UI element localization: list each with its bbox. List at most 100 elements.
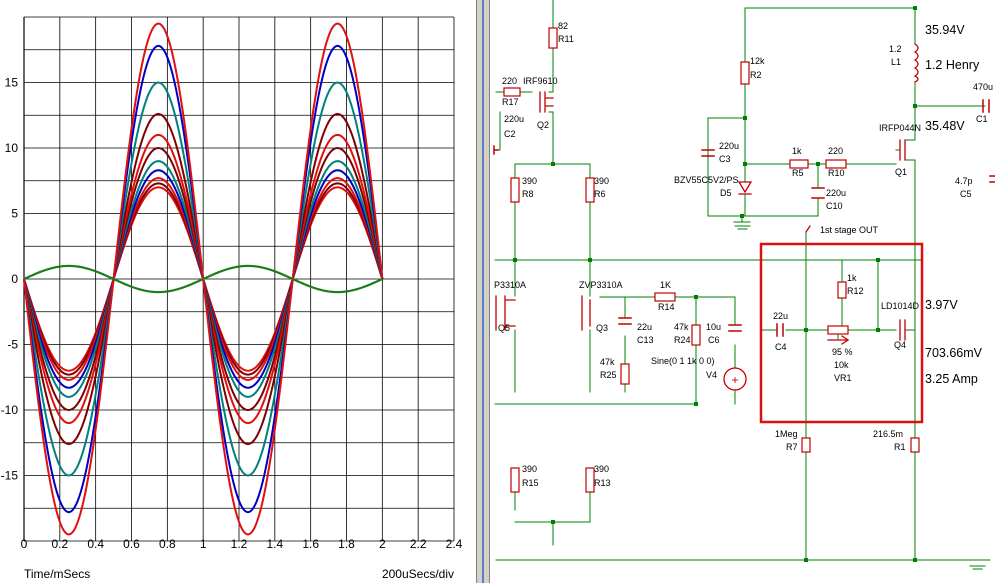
resistor-r11 (548, 27, 558, 49)
label-r14: R14 (658, 302, 675, 312)
label-c13-value: 22u (637, 322, 652, 332)
resistor-r5 (789, 159, 809, 169)
label-c2: C2 (504, 129, 516, 139)
capacitors (493, 99, 995, 337)
resistor-r6 (585, 177, 595, 203)
label-l1: L1 (891, 57, 901, 67)
label-r13-value: 390 (594, 464, 609, 474)
label-q3: Q3 (596, 323, 608, 333)
label-r1-value: 216.5m (873, 429, 903, 439)
splitter-edge (482, 0, 484, 583)
active-components (495, 43, 919, 345)
ground-symbols (734, 225, 986, 570)
y-tick-label: -15 (1, 469, 19, 483)
x-tick-label: 1.8 (338, 537, 355, 551)
waveform-series (23, 22, 384, 536)
label-r8: R8 (522, 189, 534, 199)
plot-grid (23, 16, 455, 542)
label-r24: R24 (674, 335, 691, 345)
label-q2: Q2 (537, 120, 549, 130)
mosfet-q1 (899, 139, 906, 161)
label-l1-value: 1.2 (889, 44, 902, 54)
inductor-l1 (913, 43, 919, 83)
resistor-r24 (691, 324, 701, 346)
readout-v-out: 703.66mV (925, 346, 983, 360)
label-c10-value: 220u (826, 188, 846, 198)
resistor-r7 (801, 437, 811, 453)
label-r10: R10 (828, 168, 845, 178)
mosfet-q5 (495, 295, 516, 331)
capacitor-c6 (728, 324, 742, 332)
schematic-canvas: + 82 R11 220 IRF9610 R17 220u Q2 C2 12k … (493, 0, 995, 570)
x-tick-label: 2 (379, 537, 386, 551)
highlight-box (759, 242, 924, 424)
label-c6-value: 10u (706, 322, 721, 332)
label-vr1-value: 10k (834, 360, 849, 370)
probe-readouts: 35.94V 1.2 Henry 35.48V 3.97V 703.66mV 3… (925, 23, 983, 386)
mosfet-q4 (899, 319, 906, 341)
x-tick-label: 1.2 (231, 537, 248, 551)
resistor-r25 (620, 363, 630, 385)
readout-v-mid: 35.48V (925, 119, 965, 133)
label-r15: R15 (522, 478, 539, 488)
x-tick-label: 0.2 (51, 537, 68, 551)
label-vr1-percent: 95 % (832, 347, 853, 357)
schematic-labels: 82 R11 220 IRF9610 R17 220u Q2 C2 12k R2… (494, 21, 993, 488)
label-c3: C3 (719, 154, 731, 164)
x-scale-label: 200uSecs/div (382, 567, 454, 581)
label-r1: R1 (894, 442, 906, 452)
label-r7-value: 1Meg (775, 429, 798, 439)
label-c13: C13 (637, 335, 654, 345)
input-waveform-line (23, 264, 383, 294)
resistors (503, 27, 920, 493)
label-c2-value: 220u (504, 114, 524, 124)
label-c3-value: 220u (719, 141, 739, 151)
y-tick-label: -5 (7, 338, 18, 352)
label-r14-value: 1K (660, 280, 671, 290)
label-q5-part: P3310A (494, 280, 526, 290)
zener-d5 (737, 181, 753, 195)
label-c6: C6 (708, 335, 720, 345)
resistor-vr1 (827, 325, 849, 335)
x-tick-label: 2.4 (446, 537, 463, 551)
label-q4-part: LD1014D (881, 301, 920, 311)
label-r8-value: 390 (522, 176, 537, 186)
mosfet-q3 (581, 295, 591, 331)
capacitor-c1 (982, 99, 990, 113)
pot-arrow (827, 335, 850, 345)
label-q5: Q5 (498, 323, 510, 333)
label-r13: R13 (594, 478, 611, 488)
window-splitter[interactable] (476, 0, 490, 583)
label-r11: R11 (558, 34, 574, 44)
v4-polarity: + (731, 373, 738, 387)
label-r2: R2 (750, 70, 762, 80)
label-r10-value: 220 (828, 146, 843, 156)
label-q4: Q4 (894, 340, 906, 350)
y-tick-label: 10 (5, 141, 19, 155)
label-r12: R12 (847, 286, 864, 296)
capacitor-c2 (493, 145, 499, 155)
label-c5-value: 4.7p (955, 176, 973, 186)
resistor-r10 (825, 159, 847, 169)
label-r7: R7 (786, 442, 798, 452)
label-r5: R5 (792, 168, 804, 178)
readout-amp: 3.25 Amp (925, 372, 978, 386)
x-tick-label: 1.6 (302, 537, 319, 551)
label-c10: C10 (826, 201, 843, 211)
label-v4-sine: Sine(0 1 1k 0 0) (651, 356, 715, 366)
stage-out-tick (805, 225, 811, 233)
capacitor-c10 (811, 187, 825, 199)
label-r2-value: 12k (750, 56, 765, 66)
capacitor-c5 (989, 175, 995, 183)
junction-dots (513, 6, 917, 562)
label-q3-part: ZVP3310A (579, 280, 623, 290)
x-tick-label: 0.6 (123, 537, 140, 551)
x-axis-label: Time/mSecs (24, 567, 90, 581)
resistor-r1 (910, 437, 920, 453)
resistor-r14 (654, 292, 676, 302)
voltage-source-v4 (723, 367, 747, 391)
label-r12-value: 1k (847, 273, 857, 283)
